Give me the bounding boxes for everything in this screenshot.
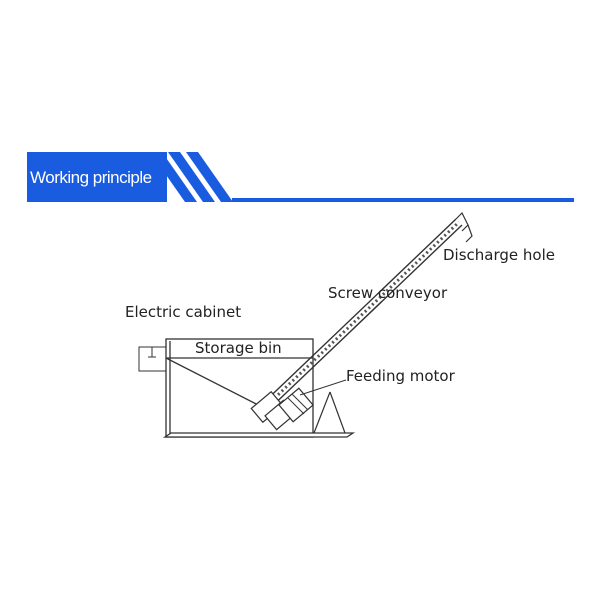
base-platform [162, 391, 356, 438]
page-title: Working principle [30, 168, 152, 187]
discharge-hole-label: Discharge hole [443, 246, 555, 264]
feeding-motor-label: Feeding motor [346, 367, 455, 385]
screw-conveyor-label: Screw conveyor [328, 284, 448, 302]
section-header-banner [27, 152, 167, 202]
electric-cabinet-label: Electric cabinet [125, 303, 242, 321]
discharge-hole [455, 211, 473, 243]
banner-stripes [150, 152, 233, 202]
screw-conveyor [250, 218, 463, 431]
header-rule [232, 198, 574, 202]
storage-bin-label: Storage bin [195, 339, 282, 357]
leader-lines [299, 300, 383, 396]
